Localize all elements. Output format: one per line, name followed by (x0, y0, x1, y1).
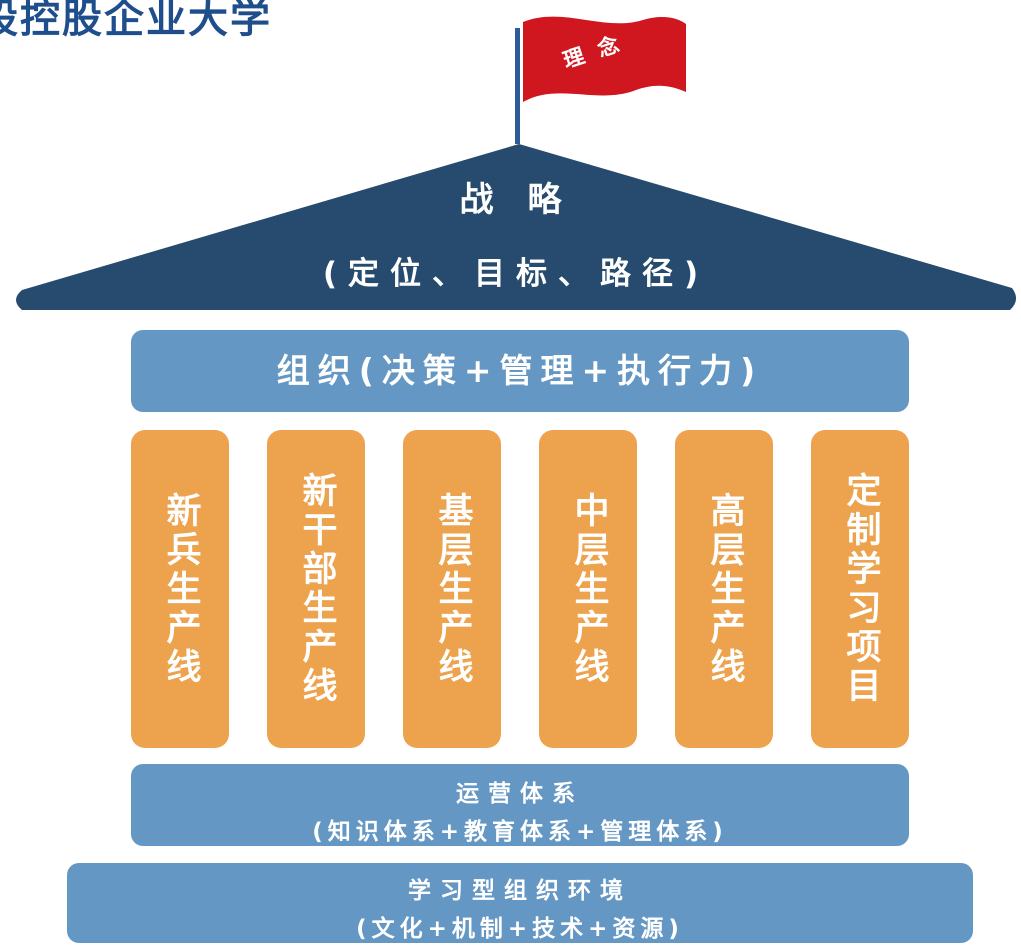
flag-icon (523, 16, 686, 102)
pillar-label: 高层生产线 (704, 491, 745, 687)
flagpole (515, 28, 520, 144)
pillar-custom-learning: 定制学习项目 (811, 430, 909, 748)
roof-title: 战略 (459, 180, 596, 220)
environment-band: 学习型组织环境 (文化+机制+技术+资源) (67, 863, 973, 943)
operations-subtitle: (知识体系+教育体系+管理体系) (312, 819, 728, 845)
pillar-new-cadre-line: 新干部生产线 (267, 430, 365, 748)
pillar-label: 新干部生产线 (296, 472, 337, 706)
roof-subtitle: (定位、目标、路径) (322, 256, 710, 292)
pillar-label: 基层生产线 (432, 491, 473, 687)
operations-band: 运营体系 (知识体系+教育体系+管理体系) (131, 764, 909, 846)
pillar-senior-line: 高层生产线 (675, 430, 773, 748)
roof-shape (16, 144, 1017, 310)
pillar-label: 新兵生产线 (160, 491, 201, 687)
environment-subtitle: (文化+机制+技术+资源) (356, 916, 684, 942)
pillar-grassroots-line: 基层生产线 (403, 430, 501, 748)
environment-title: 学习型组织环境 (408, 878, 632, 904)
pillar-middle-line: 中层生产线 (539, 430, 637, 748)
page-title: 股控股企业大学 (0, 0, 272, 42)
operations-title: 运营体系 (456, 781, 584, 807)
organization-band: 组织(决策+管理+执行力) (131, 330, 909, 412)
pillar-recruit-line: 新兵生产线 (131, 430, 229, 748)
pillar-label: 定制学习项目 (840, 472, 881, 706)
pillar-label: 中层生产线 (568, 491, 609, 687)
